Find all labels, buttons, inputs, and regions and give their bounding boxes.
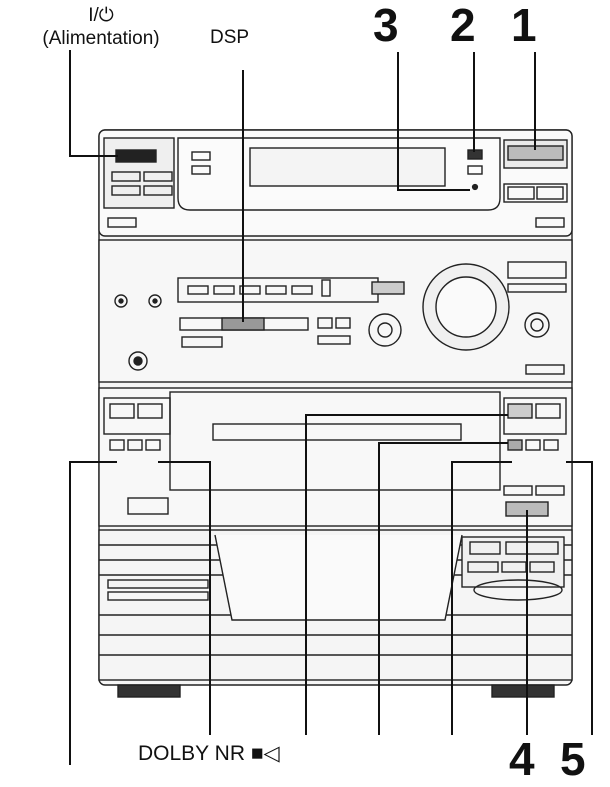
top-deck [98, 129, 573, 237]
leader-power [69, 50, 118, 157]
power-label: I/⏻ (Alimentation) [6, 4, 196, 50]
callout-5: 5 [560, 733, 586, 785]
power-name: (Alimentation) [42, 28, 160, 49]
cassette-door[interactable] [212, 423, 462, 441]
leader-5 [566, 461, 593, 735]
cassette-section [98, 387, 573, 527]
leader-lines [69, 50, 593, 765]
leader-3 [397, 52, 470, 191]
power-symbol: I/⏻ [88, 5, 114, 26]
leader-d [378, 442, 508, 735]
callout-3: 3 [373, 0, 399, 51]
dsp-label: DSP [210, 27, 250, 48]
callout-2: 2 [450, 0, 476, 51]
dolby-nr-label: DOLBY NR ■◁ [138, 742, 280, 765]
play-button[interactable] [507, 186, 535, 200]
display-window [249, 147, 446, 187]
bottom-section [98, 529, 573, 698]
leader-c [305, 414, 508, 735]
power-button[interactable] [115, 149, 157, 163]
jog-dial[interactable] [368, 313, 402, 347]
callout-4: 4 [509, 733, 535, 785]
leader-a [69, 461, 117, 765]
leader-e [451, 461, 512, 735]
amplifier-section [98, 239, 573, 383]
callout-1: 1 [511, 0, 537, 51]
leader-b [158, 461, 211, 735]
